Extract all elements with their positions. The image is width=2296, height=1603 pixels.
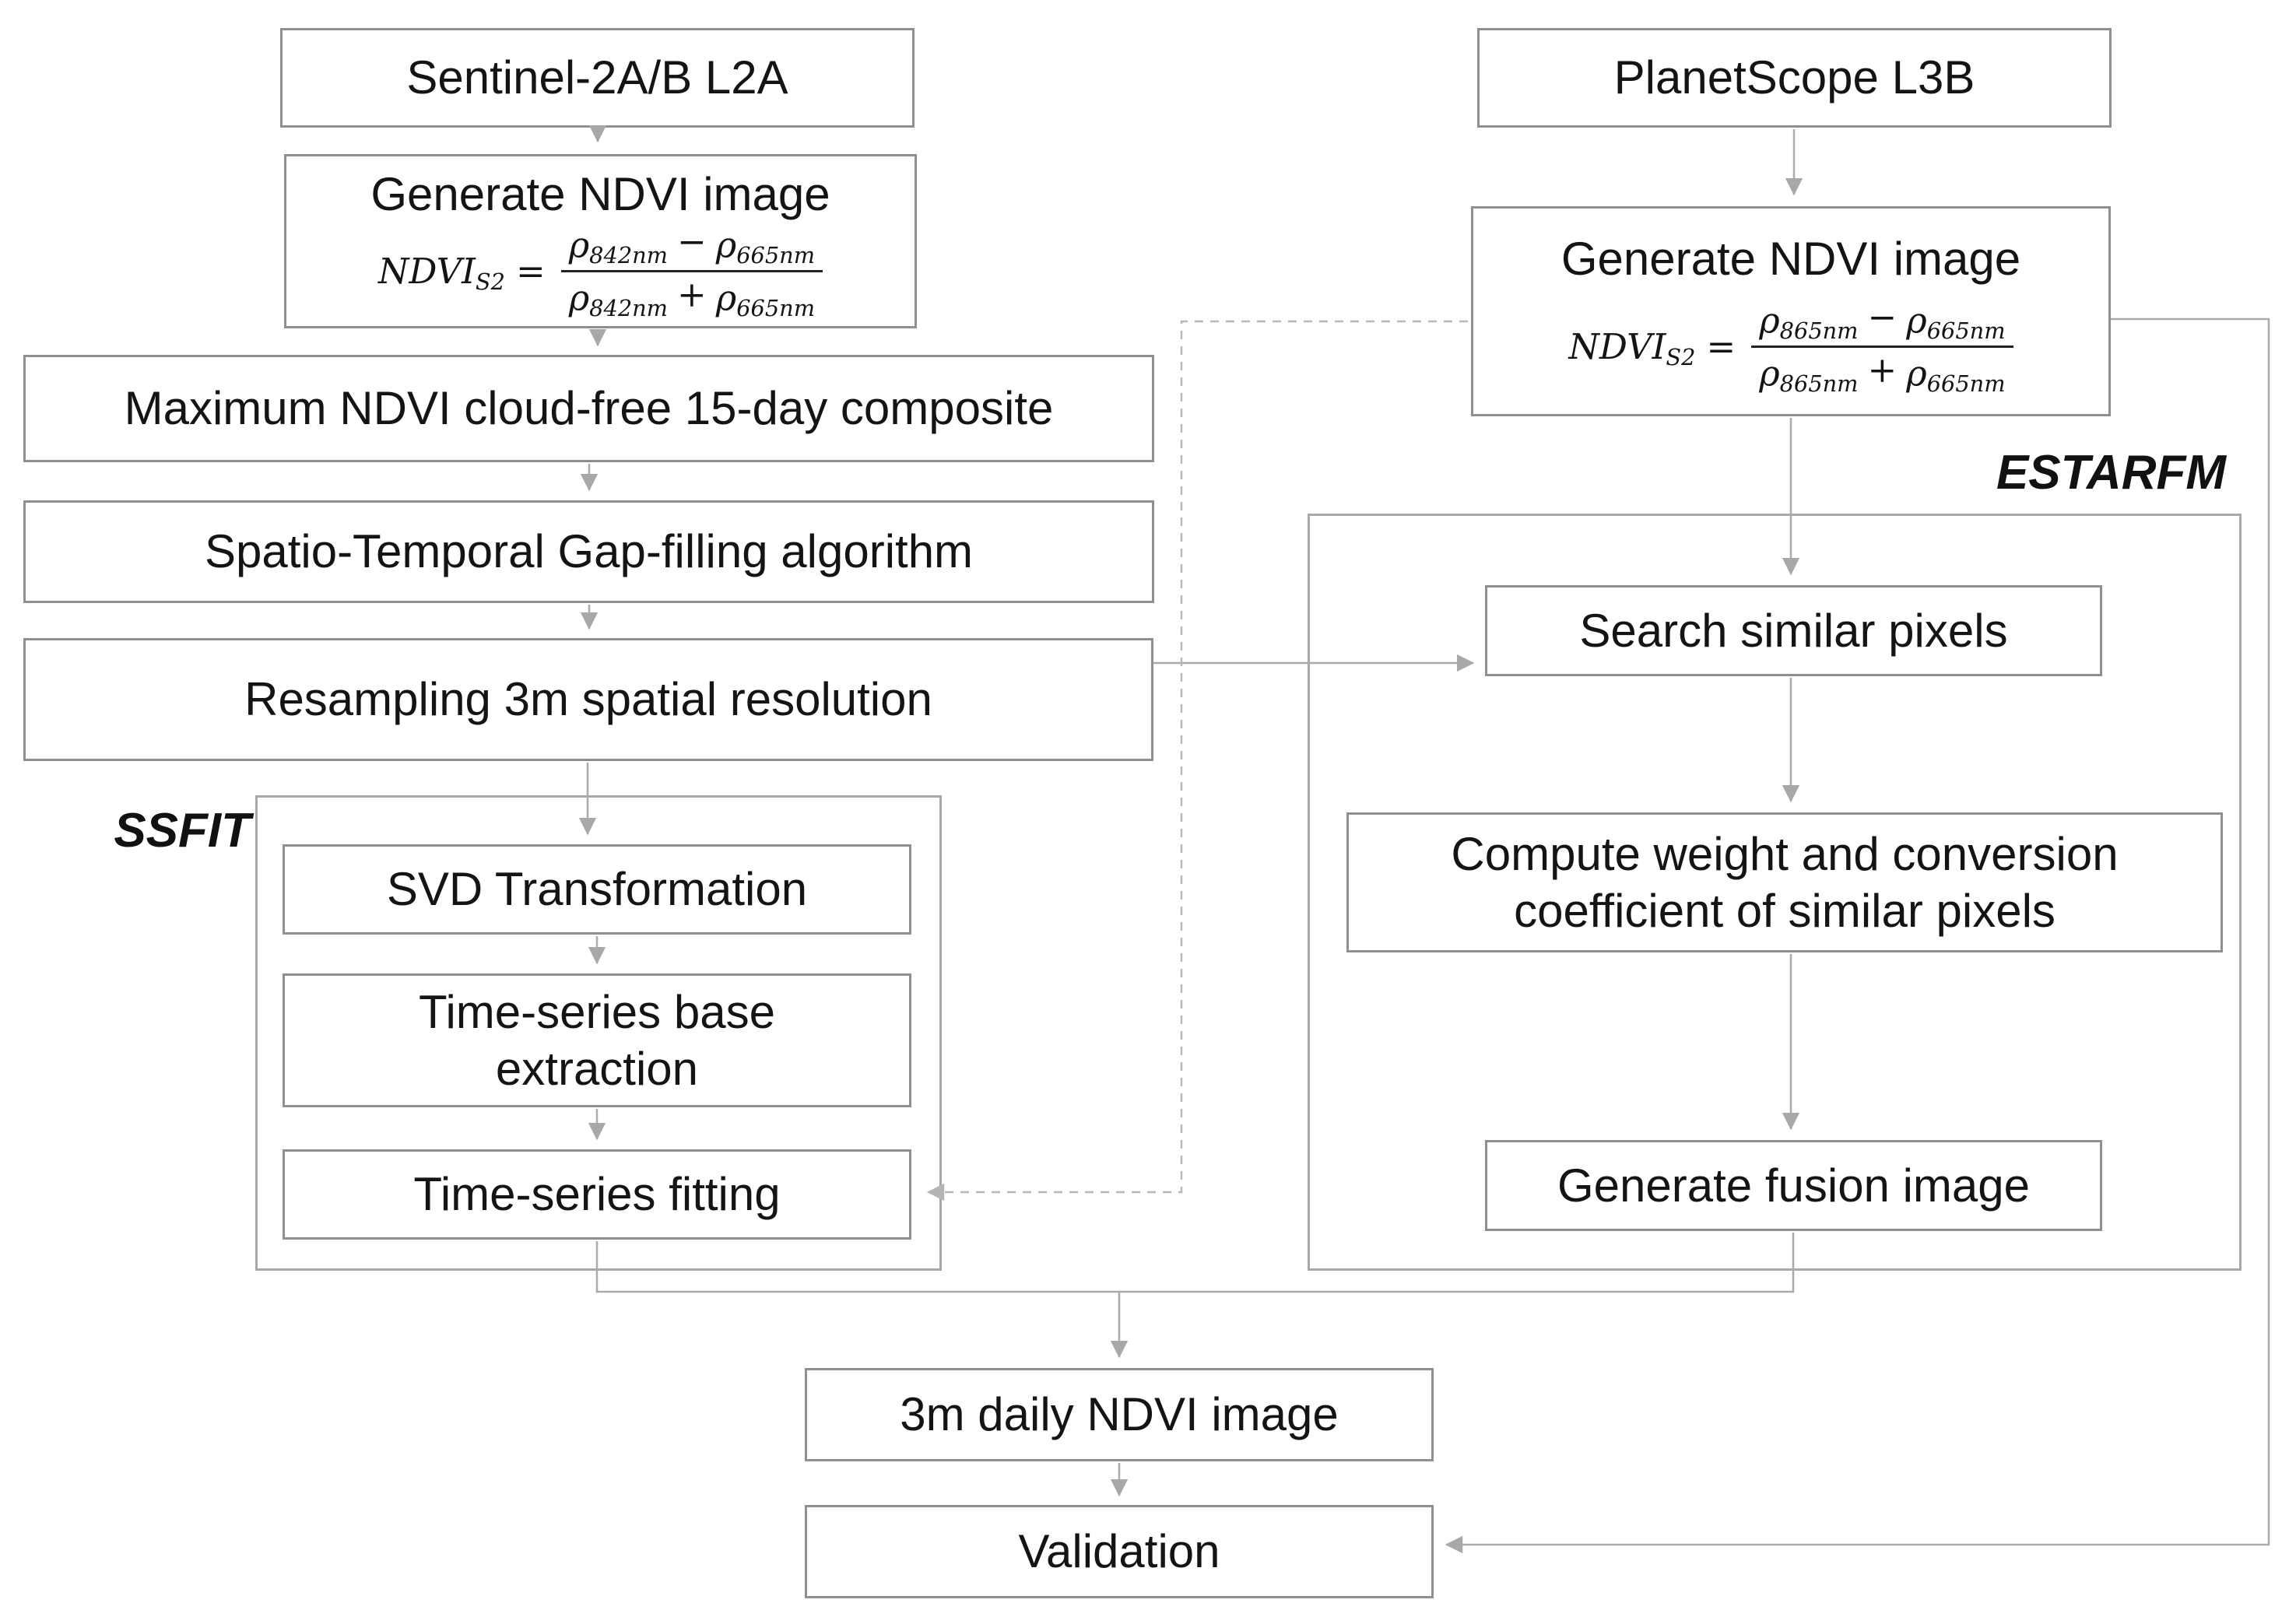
node-search-pixels: Search similar pixels — [1485, 585, 2102, 676]
node-resampling-label: Resampling 3m spatial resolution — [244, 673, 932, 726]
ssfit-group-container — [255, 795, 942, 1271]
node-svd: SVD Transformation — [283, 844, 911, 935]
node-gap-filling: Spatio-Temporal Gap-filling algorithm — [23, 500, 1154, 603]
node-generate-ndvi-s2: Generate NDVI image NDVIS2= ρ842nm−ρ665n… — [284, 154, 917, 328]
node-svd-label: SVD Transformation — [386, 863, 808, 916]
ndvi-s2-formula: NDVIS2= ρ842nm−ρ665nm ρ842nm+ρ665nm — [377, 224, 823, 322]
formula-denominator: ρ842nm+ρ665nm — [568, 273, 816, 322]
node-fusion: Generate fusion image — [1485, 1140, 2102, 1231]
node-compute-weight-label: Compute weight and conversion coefficien… — [1451, 827, 2119, 937]
node-max-composite-label: Maximum NDVI cloud-free 15-day composite — [124, 382, 1054, 435]
node-generate-ndvi-ps-label: Generate NDVI image — [1561, 232, 2021, 285]
node-sentinel-label: Sentinel-2A/B L2A — [406, 51, 788, 104]
node-daily-ndvi: 3m daily NDVI image — [805, 1368, 1434, 1461]
dashed-arrow-generate-ps-to-tsfitting — [926, 320, 1468, 1201]
formula-fraction: ρ842nm−ρ665nm ρ842nm+ρ665nm — [560, 224, 823, 322]
node-planetscope: PlanetScope L3B — [1477, 28, 2112, 128]
node-validation: Validation — [805, 1505, 1434, 1598]
connector-merge-line — [595, 1233, 1795, 1293]
formula-fraction: ρ865nm−ρ665nm ρ865nm+ρ665nm — [1751, 300, 2013, 398]
node-ts-fitting: Time-series fitting — [283, 1149, 911, 1240]
ndvi-ps-formula: NDVIS2= ρ865nm−ρ665nm ρ865nm+ρ665nm — [1568, 300, 2013, 398]
node-generate-ndvi-s2-label: Generate NDVI image — [370, 167, 830, 220]
formula-numerator: ρ842nm−ρ665nm — [560, 224, 823, 273]
node-search-pixels-label: Search similar pixels — [1579, 604, 2008, 657]
node-ts-fitting-label: Time-series fitting — [413, 1168, 781, 1221]
estarfm-group-container — [1308, 514, 2242, 1271]
node-planetscope-label: PlanetScope L3B — [1613, 51, 1975, 104]
formula-lhs: NDVIS2= — [1568, 326, 1736, 371]
formula-lhs: NDVIS2= — [377, 251, 546, 296]
node-gap-filling-label: Spatio-Temporal Gap-filling algorithm — [204, 525, 974, 578]
estarfm-group-label: ESTARFM — [1996, 446, 2226, 500]
node-compute-weight: Compute weight and conversion coefficien… — [1346, 812, 2223, 952]
node-daily-ndvi-label: 3m daily NDVI image — [900, 1388, 1339, 1441]
formula-denominator: ρ865nm+ρ665nm — [1759, 349, 2006, 398]
formula-numerator: ρ865nm−ρ665nm — [1751, 300, 2013, 349]
node-max-composite: Maximum NDVI cloud-free 15-day composite — [23, 355, 1154, 462]
node-fusion-label: Generate fusion image — [1557, 1159, 2031, 1212]
node-ts-base-label: Time-series base extraction — [419, 985, 775, 1095]
arrow-generate-ps-to-validation — [1445, 317, 2270, 1554]
node-resampling: Resampling 3m spatial resolution — [23, 638, 1153, 761]
node-ts-base: Time-series base extraction — [283, 973, 911, 1107]
node-generate-ndvi-ps: Generate NDVI image NDVIS2= ρ865nm−ρ665n… — [1471, 206, 2111, 416]
node-validation-label: Validation — [1018, 1525, 1220, 1578]
ssfit-group-label: SSFIT — [114, 804, 251, 858]
